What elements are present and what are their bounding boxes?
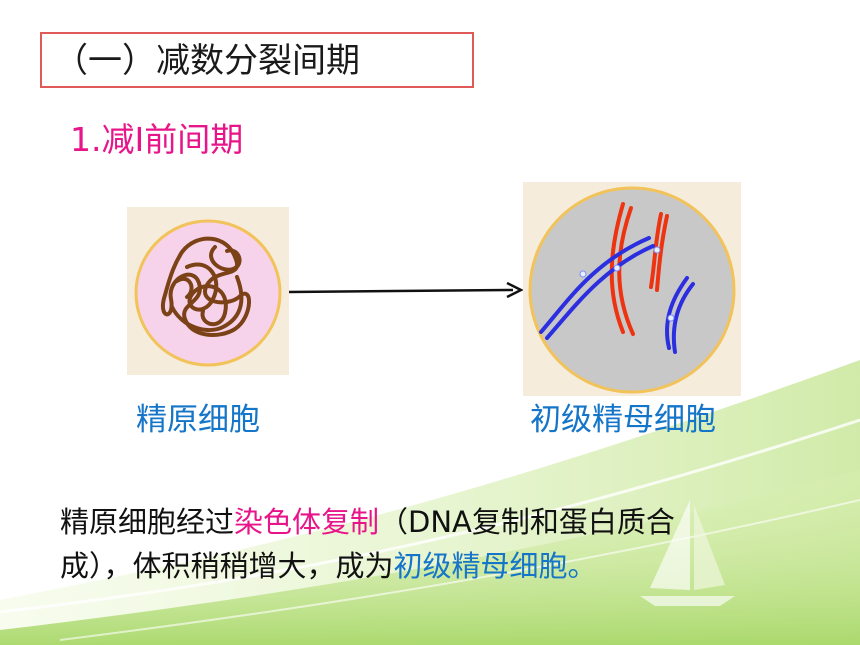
chromatin-tangle [160, 236, 252, 337]
primary-spermatocyte-label: 初级精母细胞 [530, 402, 716, 438]
spermatogonium-image [127, 207, 289, 375]
description-period: 。 [567, 549, 597, 583]
description-highlight-primary-spermatocyte: 初级精母细胞 [393, 549, 568, 583]
transition-arrow [288, 281, 524, 299]
spermatogonium-cell [134, 219, 282, 367]
title-box: （一）减数分裂间期 [40, 32, 474, 88]
description-part1: 精原细胞经过 [60, 505, 235, 539]
description-part3: （DNA复制和蛋白质合成），体积稍稍增大，成为 [60, 505, 675, 583]
spermatogonium-label: 精原细胞 [136, 402, 260, 438]
description-paragraph: 精原细胞经过染色体复制（DNA复制和蛋白质合成），体积稍稍增大，成为初级精母细胞… [60, 500, 740, 588]
sailboat-decoration [640, 500, 735, 606]
primary-spermatocyte-cell [528, 186, 736, 394]
page-title: （一）减数分裂间期 [54, 41, 360, 81]
blue-chromosome-pair [539, 236, 695, 354]
primary-spermatocyte-image [523, 182, 741, 396]
section-subtitle: 1.减Ⅰ前间期 [70, 120, 244, 159]
centromeres [579, 246, 675, 322]
description-highlight-chromosome-replication: 染色体复制 [234, 505, 380, 539]
